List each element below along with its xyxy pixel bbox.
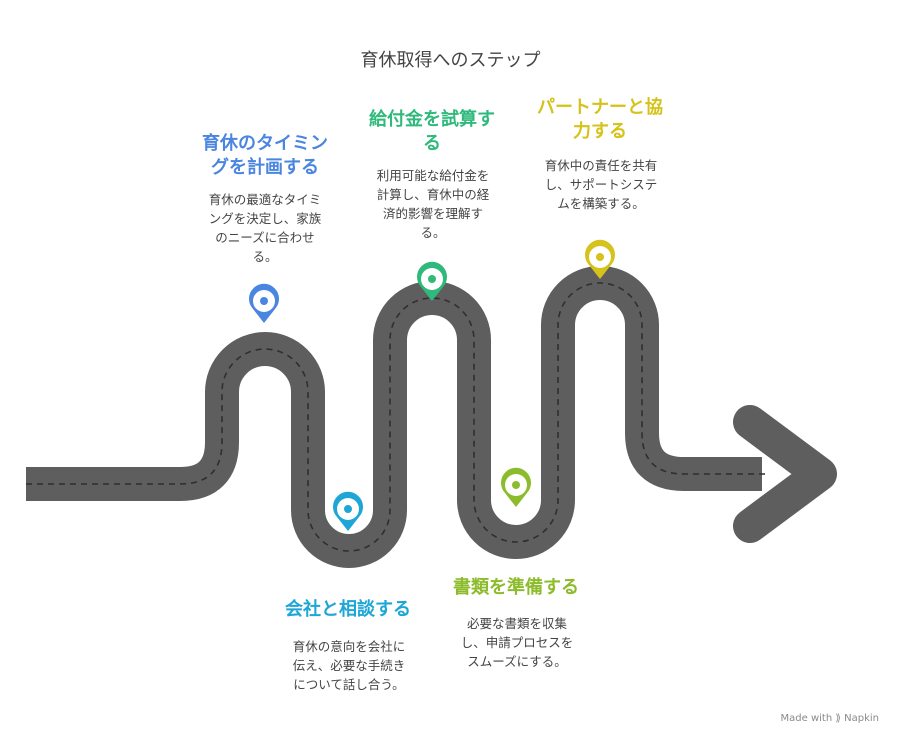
- step-title-partner: パートナーと協 力する: [520, 96, 680, 144]
- step-title-plan: 育休のタイミン グを計画する: [180, 132, 350, 180]
- made-with-label: Made with: [780, 713, 833, 724]
- step-title-line: 会社と相談する: [285, 599, 411, 620]
- step-desc-line: し、申請プロセスを: [460, 635, 574, 650]
- step-title-consult: 会社と相談する: [268, 598, 428, 622]
- step-desc-calc: 利用可能な給付金を 計算し、育休中の経 済的影響を理解す る。: [356, 166, 510, 242]
- step-desc-line: ムを構築する。: [557, 196, 645, 211]
- step-desc-line: 育休の意向を会社に: [292, 639, 406, 654]
- step-desc-line: 育休中の責任を共有: [544, 158, 658, 173]
- step-desc-line: スムーズにする。: [467, 654, 567, 669]
- step-title-line: 育休のタイミン: [202, 133, 328, 154]
- step-title-docs: 書類を準備する: [436, 576, 596, 600]
- road-center-line: [26, 282, 768, 552]
- step-marker-docs: [501, 467, 531, 507]
- step-desc-docs: 必要な書類を収集 し、申請プロセスを スムーズにする。: [440, 614, 594, 671]
- step-desc-line: ングを決定し、家族: [208, 211, 322, 226]
- step-title-line: パートナーと協: [537, 97, 663, 118]
- step-desc-line: 利用可能な給付金を: [376, 168, 490, 183]
- step-marker-partner: [585, 239, 615, 279]
- step-desc-line: し、サポートシステ: [544, 177, 658, 192]
- step-desc-line: る。: [420, 225, 446, 240]
- step-desc-consult: 育休の意向を会社に 伝え、必要な手続き について話し合う。: [272, 637, 426, 694]
- made-with-badge[interactable]: Made with ⟫ Napkin: [781, 713, 879, 724]
- step-desc-line: について話し合う。: [293, 677, 405, 692]
- step-title-line: 給付金を試算す: [369, 109, 495, 130]
- step-desc-line: る。: [252, 249, 278, 264]
- brand-label: Napkin: [844, 713, 879, 724]
- road-arrowhead: [733, 405, 837, 543]
- napkin-logo-icon: ⟫: [835, 713, 841, 724]
- step-marker-plan: [249, 283, 279, 323]
- step-title-line: 書類を準備する: [453, 577, 579, 598]
- diagram-title: 育休取得へのステップ: [360, 50, 541, 71]
- step-title-line: グを計画する: [211, 157, 319, 178]
- step-desc-line: 必要な書類を収集: [466, 616, 567, 631]
- step-title-calc: 給付金を試算す る: [352, 108, 512, 156]
- step-desc-line: 済的影響を理解す: [382, 206, 483, 221]
- step-desc-line: 伝え、必要な手続き: [292, 658, 406, 673]
- step-desc-line: 計算し、育休中の経: [376, 187, 490, 202]
- step-title-line: る: [423, 133, 441, 154]
- step-desc-line: のニーズに合わせ: [215, 230, 315, 245]
- step-marker-calc: [417, 261, 447, 301]
- step-title-line: 力する: [573, 121, 627, 142]
- step-desc-partner: 育休中の責任を共有 し、サポートシステ ムを構築する。: [524, 156, 678, 213]
- step-desc-line: 育休の最適なタイミ: [208, 192, 322, 207]
- step-desc-plan: 育休の最適なタイミ ングを決定し、家族 のニーズに合わせ る。: [188, 190, 342, 266]
- step-marker-consult: [333, 491, 363, 531]
